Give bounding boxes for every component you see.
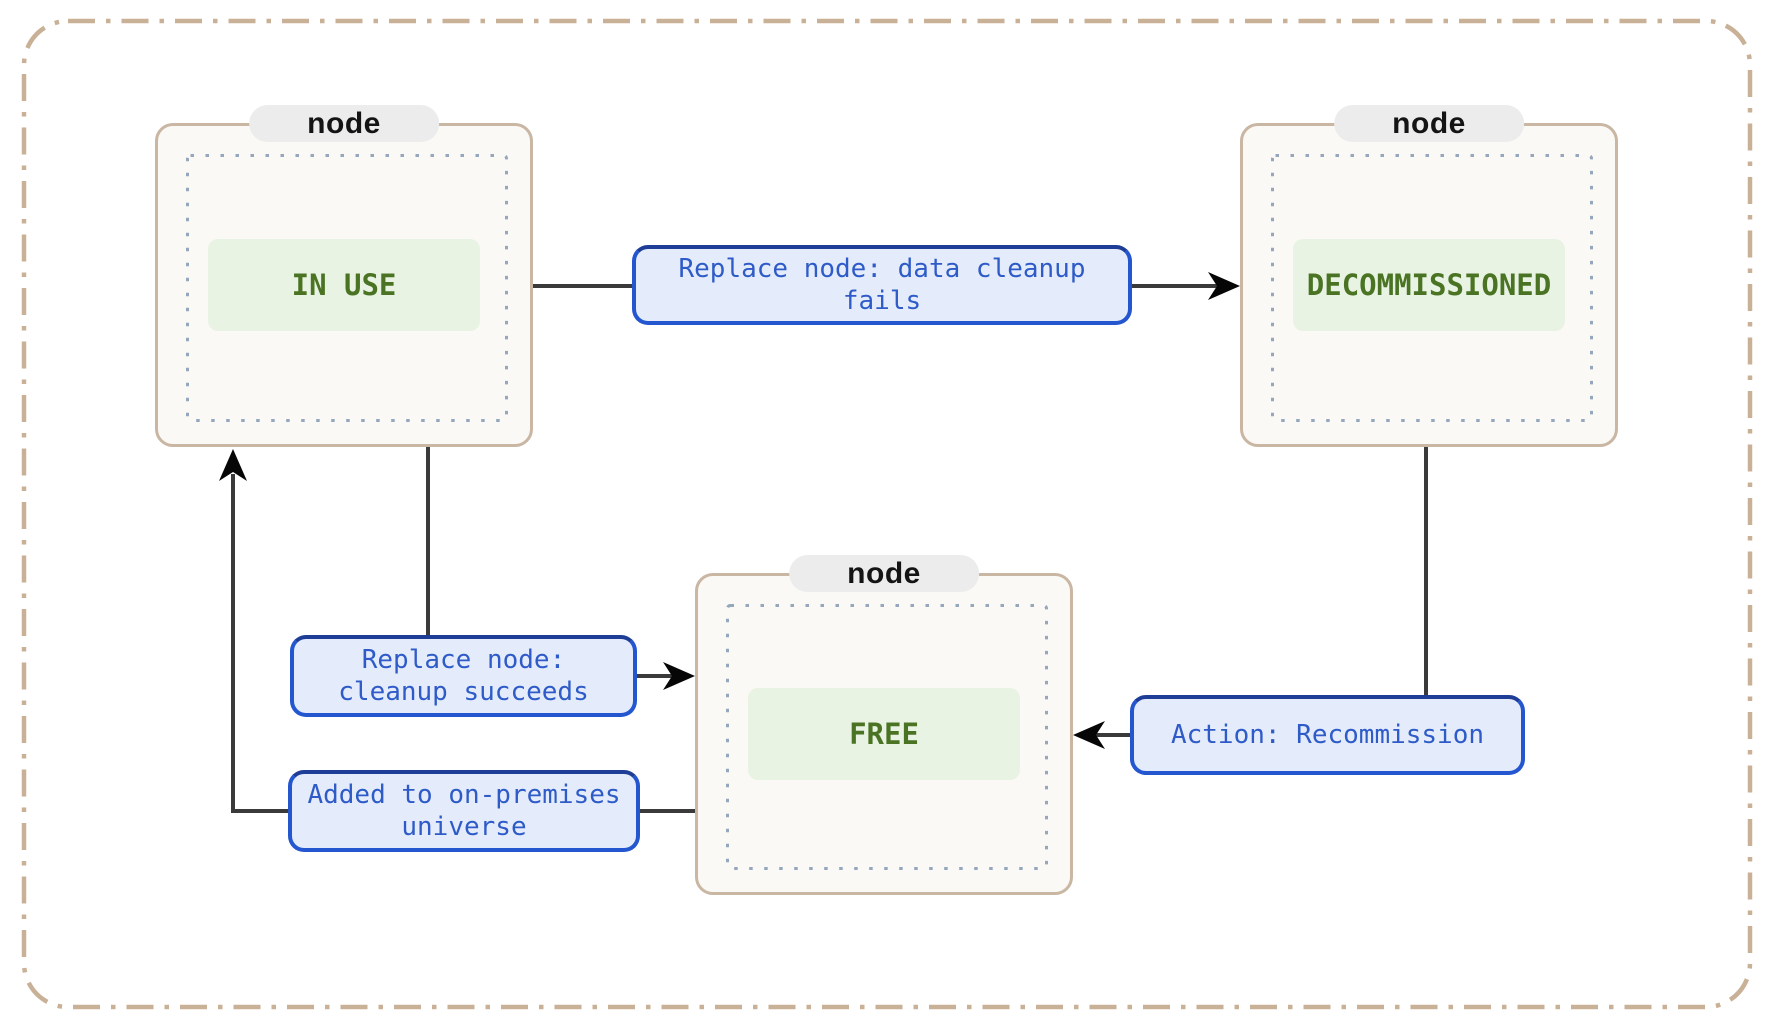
edge-label-replace-node-data-cleanup-fails: Replace node: data cleanup fails [632, 245, 1132, 325]
arrow-head-right-icon [663, 662, 695, 690]
outer-dashed-frame [21, 18, 1753, 1010]
edge-label-text: Replace node: data cleanup fails [678, 253, 1086, 317]
state-node-free: node FREE [695, 555, 1073, 895]
state-node-in-use: node IN USE [155, 105, 533, 447]
state-node-decommissioned: node DECOMMISSIONED [1240, 105, 1618, 447]
node-badge-label: node [307, 106, 381, 140]
edge-free-inuse-line2 [231, 474, 288, 813]
edge-label-text: Action: Recommission [1170, 719, 1485, 750]
arrow-head-right-icon [1208, 272, 1240, 300]
inner-dotted-border [1271, 154, 1593, 422]
state-label: DECOMMISSIONED [1306, 268, 1552, 302]
state-label: FREE [849, 717, 919, 751]
arrow-head-left-icon [1073, 721, 1105, 749]
node-badge-label: node [847, 556, 921, 590]
state-chip: DECOMMISSIONED [1293, 239, 1565, 331]
node-badge-label: node [1392, 106, 1466, 140]
state-chip: IN USE [208, 239, 480, 331]
edge-label-text: Added to on-premises universe [307, 779, 621, 843]
node-badge: node [249, 105, 439, 142]
inner-dotted-border [726, 604, 1048, 870]
state-label: IN USE [291, 268, 397, 302]
inner-dotted-border [186, 154, 508, 422]
node-badge: node [789, 555, 979, 592]
edge-label-added-to-on-premises-universe: Added to on-premises universe [288, 770, 640, 852]
state-chip: FREE [748, 688, 1020, 780]
edge-label-action-recommission: Action: Recommission [1130, 695, 1525, 775]
edge-label-replace-node-cleanup-succeeds: Replace node: cleanup succeeds [290, 635, 637, 717]
edge-label-text: Replace node: cleanup succeeds [338, 644, 589, 708]
node-badge: node [1334, 105, 1524, 142]
arrow-head-up-icon [219, 449, 247, 481]
